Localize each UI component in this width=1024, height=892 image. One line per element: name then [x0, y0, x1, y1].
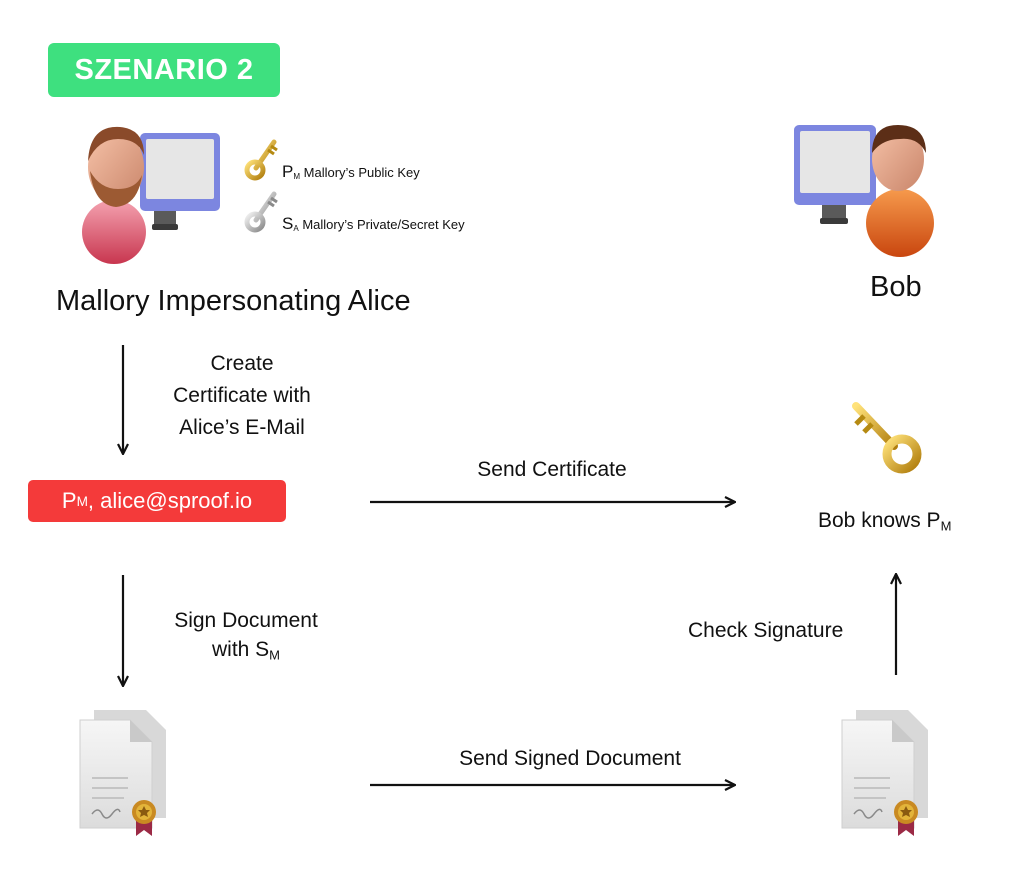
silver-key-icon [244, 191, 278, 233]
sign-document-label: Sign Document with SM [174, 609, 318, 663]
monitor-icon [794, 125, 876, 224]
check-signature-label: Check Signature [688, 619, 844, 642]
monitor-icon [140, 133, 220, 230]
bob-avatar [794, 125, 934, 257]
scenario-badge: SZENARIO 2 [48, 43, 280, 97]
private-key-label: SA Mallory’s Private/Secret Key [282, 214, 465, 233]
create-certificate-label: Create Certificate with Alice’s E-Mail [173, 352, 311, 439]
bob-knows-label: Bob knows PM [818, 509, 952, 534]
public-key-label: PM Mallory’s Public Key [282, 162, 420, 181]
mallory-avatar [82, 126, 220, 264]
gold-key-icon [244, 139, 278, 181]
gold-key-icon [852, 402, 922, 474]
seal-icon [132, 800, 156, 836]
send-signed-document-label: Send Signed Document [459, 747, 681, 770]
mallory-title: Mallory Impersonating Alice [56, 285, 411, 317]
document-icon [79, 710, 166, 836]
send-certificate-label: Send Certificate [477, 458, 627, 481]
bob-title: Bob [870, 271, 922, 303]
document-icon [841, 710, 928, 836]
seal-icon [894, 800, 918, 836]
